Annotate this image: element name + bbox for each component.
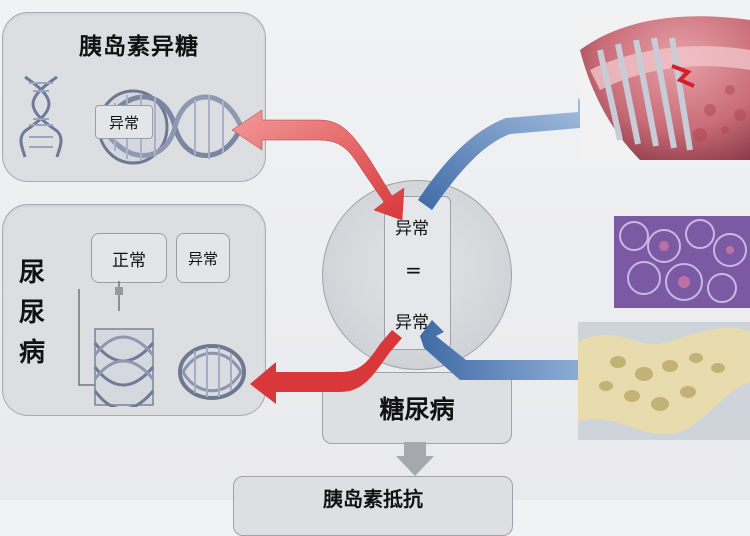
dna-cluster-icon xyxy=(93,328,155,407)
gray-arrow-down xyxy=(396,442,434,476)
urine-vertical-text: 尿 尿 病 xyxy=(18,258,45,368)
urine-vertical-label: 尿 尿 病 xyxy=(15,253,49,373)
insulin-panel: 胰岛素异糖 异常 xyxy=(2,12,266,182)
bone-image xyxy=(578,322,750,440)
dna-circle-icon xyxy=(178,344,246,400)
urine-panel: 尿 尿 病 正常 异常 xyxy=(2,204,266,416)
dna-ladder-icon xyxy=(19,75,63,158)
blue-arrow-lower xyxy=(420,320,606,394)
center-bottom-label: 异常 xyxy=(395,313,429,333)
insulin-inner-label: 异常 xyxy=(95,105,153,139)
red-arrow-lower xyxy=(250,330,402,404)
center-equals: = xyxy=(405,258,422,282)
cell-image xyxy=(614,216,750,308)
tissue-image xyxy=(580,10,750,160)
center-bar xyxy=(384,196,451,350)
arrows-layer xyxy=(231,98,606,476)
insulin-panel-title: 胰岛素异糖 xyxy=(79,34,199,60)
blue-arrow-top xyxy=(418,98,600,210)
abnormal-box: 异常 xyxy=(176,233,230,283)
red-arrow-top xyxy=(231,109,405,221)
normal-box: 正常 xyxy=(91,233,167,283)
connector-lines xyxy=(78,281,123,386)
center-top-label: 异常 xyxy=(395,219,429,239)
